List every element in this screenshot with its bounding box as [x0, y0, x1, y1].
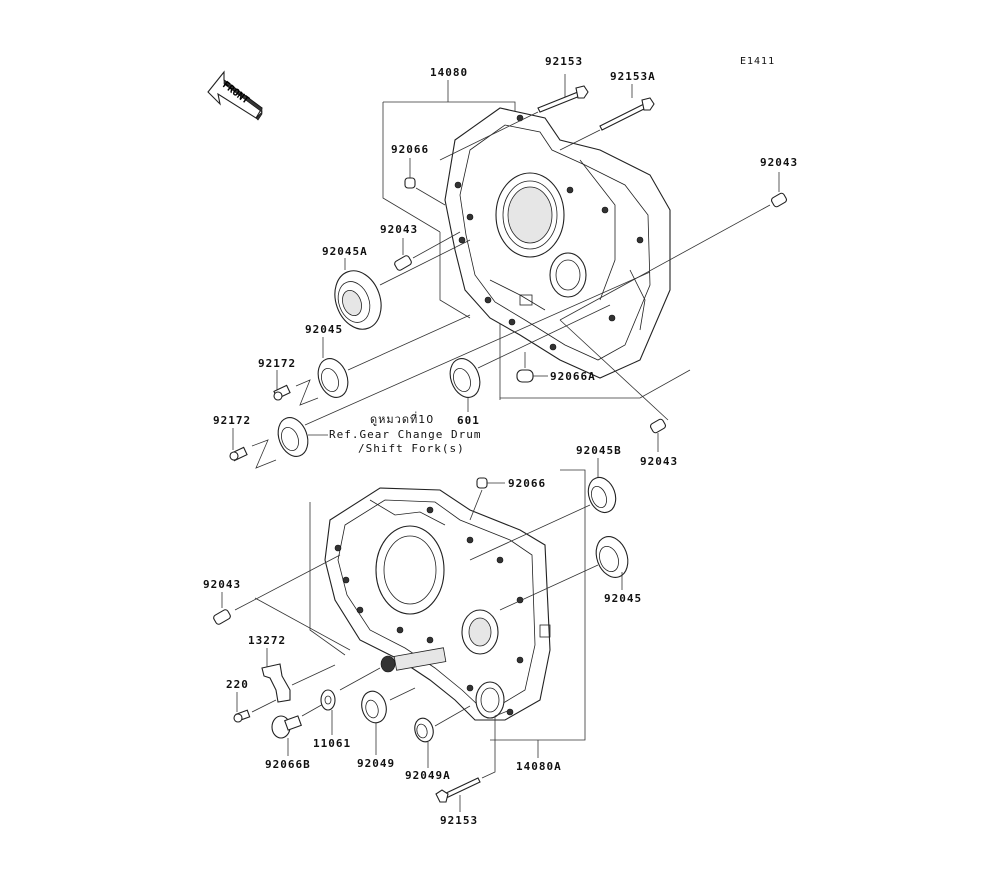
bearing-92045b	[469, 458, 617, 561]
label-92049a: 92049A	[405, 769, 451, 782]
dowel-pin-92043-inner	[394, 231, 461, 271]
label-92043-inner: 92043	[380, 223, 419, 236]
label-92045a: 92045A	[322, 245, 368, 258]
label-601: 601	[457, 414, 480, 427]
label-92172-upper: 92172	[258, 357, 297, 370]
lower-crankcase	[309, 469, 586, 741]
label-92153a: 92153A	[610, 70, 656, 83]
bearing-ref-gear-change	[277, 271, 651, 457]
label-92045-upper: 92045	[305, 323, 344, 336]
dowel-92066-lower	[469, 477, 505, 521]
dowel-pin-92043-right-mid	[559, 319, 669, 452]
bracket-13272	[261, 648, 336, 703]
label-92049: 92049	[357, 757, 396, 770]
oil-seal-92049a	[414, 705, 471, 768]
front-arrow-icon: FRONT	[207, 70, 263, 121]
dowel-92066-upper	[404, 158, 446, 206]
bolt-92153a	[559, 84, 655, 151]
bearing-92045-upper	[317, 314, 471, 398]
screw-92172-upper	[273, 370, 319, 406]
diagram-code: E1411	[740, 56, 776, 67]
dowel-pin-92043-upper-right	[559, 172, 788, 321]
plug-92066a	[516, 352, 548, 383]
label-92066-upper: 92066	[391, 143, 430, 156]
label-14080: 14080	[430, 66, 469, 79]
screw-220	[233, 692, 277, 723]
label-92043-right-mid: 92043	[640, 455, 679, 468]
label-13272: 13272	[248, 634, 287, 647]
bearing-92045-lower	[499, 536, 629, 611]
label-92153-bottom: 92153	[440, 814, 479, 827]
label-220: 220	[226, 678, 249, 691]
drain-plug-92066b	[271, 702, 326, 756]
label-92045-lower: 92045	[604, 592, 643, 605]
dowel-pin-92043-lower-left	[213, 554, 351, 651]
bearing-601	[449, 304, 611, 412]
bolt-92153	[439, 74, 589, 161]
upper-crankcase	[382, 101, 691, 400]
label-92172-lower: 92172	[213, 414, 252, 427]
oil-seal-92049	[361, 687, 416, 755]
label-92045b: 92045B	[576, 444, 622, 457]
label-14080a: 14080A	[516, 760, 562, 773]
label-92066-lower: 92066	[508, 477, 547, 490]
reference-thai: ดูหมวดที่10	[370, 413, 435, 426]
bolt-92153-bottom	[435, 709, 511, 812]
washer-11061	[320, 667, 381, 735]
label-92043-lower-left: 92043	[203, 578, 242, 591]
reference-line2: /Shift Fork(s)	[358, 442, 465, 455]
label-92066b: 92066B	[265, 758, 311, 771]
label-92043-upper-right: 92043	[760, 156, 799, 169]
screw-92172-lower	[229, 428, 277, 469]
label-92153: 92153	[545, 55, 584, 68]
label-11061: 11061	[313, 737, 352, 750]
bearing-92045a	[334, 239, 471, 330]
reference-line1: Ref.Gear Change Drum	[329, 428, 482, 441]
label-92066a: 92066A	[550, 370, 596, 383]
